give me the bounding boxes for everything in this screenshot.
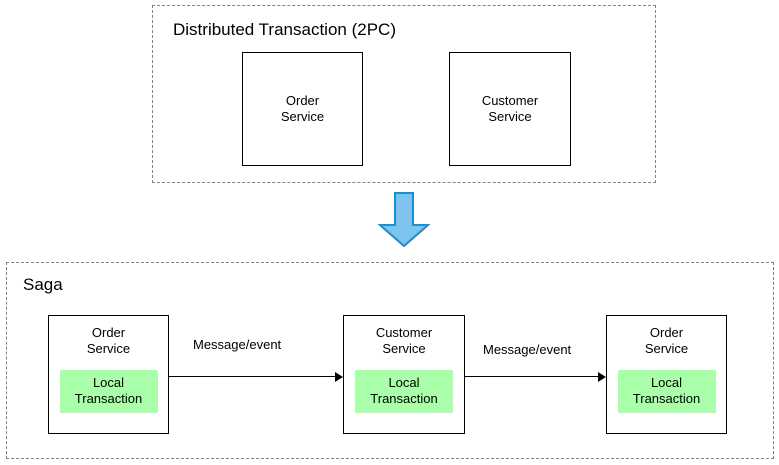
service-box-customer-service-2pc: Customer Service [449, 52, 571, 166]
service-label: Order Service [644, 325, 689, 356]
flow-arrow-label-1: Message/event [193, 337, 282, 352]
down-arrow-icon [378, 192, 430, 248]
local-transaction-badge: Local Transaction [355, 370, 453, 413]
service-box-order-service-2pc: Order Service [242, 52, 363, 166]
local-transaction-badge: Local Transaction [59, 370, 158, 413]
saga-box-order-service-1: Order Service Local Transaction [48, 315, 169, 434]
service-label: Customer Service [375, 325, 433, 356]
flow-arrow-label-2: Message/event [483, 342, 572, 357]
group-title-saga: Saga [23, 275, 63, 294]
flow-arrow-line-1 [169, 376, 336, 377]
service-label: Order Service [86, 325, 131, 356]
local-transaction-badge: Local Transaction [617, 370, 716, 413]
group-distributed-transaction: Distributed Transaction (2PC) [152, 5, 656, 183]
flow-arrow-head-2 [598, 372, 606, 382]
service-label: Order Service [280, 93, 325, 124]
saga-box-customer-service: Customer Service Local Transaction [343, 315, 465, 434]
flow-arrow-line-2 [465, 376, 599, 377]
saga-box-order-service-2: Order Service Local Transaction [606, 315, 727, 434]
flow-arrow-head-1 [335, 372, 343, 382]
group-title-distributed-transaction: Distributed Transaction (2PC) [173, 20, 396, 39]
service-label: Customer Service [481, 93, 539, 124]
